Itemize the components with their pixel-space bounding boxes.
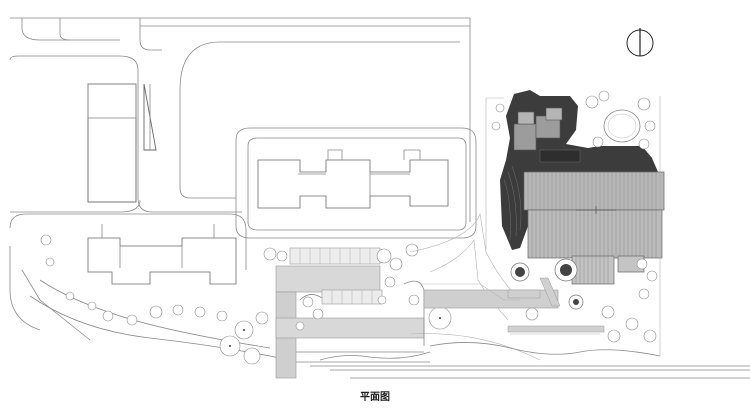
road-lines xyxy=(9,17,477,331)
apartment-building-left xyxy=(87,224,237,285)
museum-roof-ribbed xyxy=(523,171,665,285)
tree-line-left xyxy=(21,234,281,365)
north-arrow-icon xyxy=(626,28,654,57)
apartment-building-center xyxy=(257,149,449,209)
museum-grounds xyxy=(420,90,661,356)
museum-roof-dark xyxy=(500,90,658,250)
parking-block xyxy=(87,83,157,203)
plan-caption: 平面图 xyxy=(360,392,390,403)
central-plaza xyxy=(263,243,430,379)
